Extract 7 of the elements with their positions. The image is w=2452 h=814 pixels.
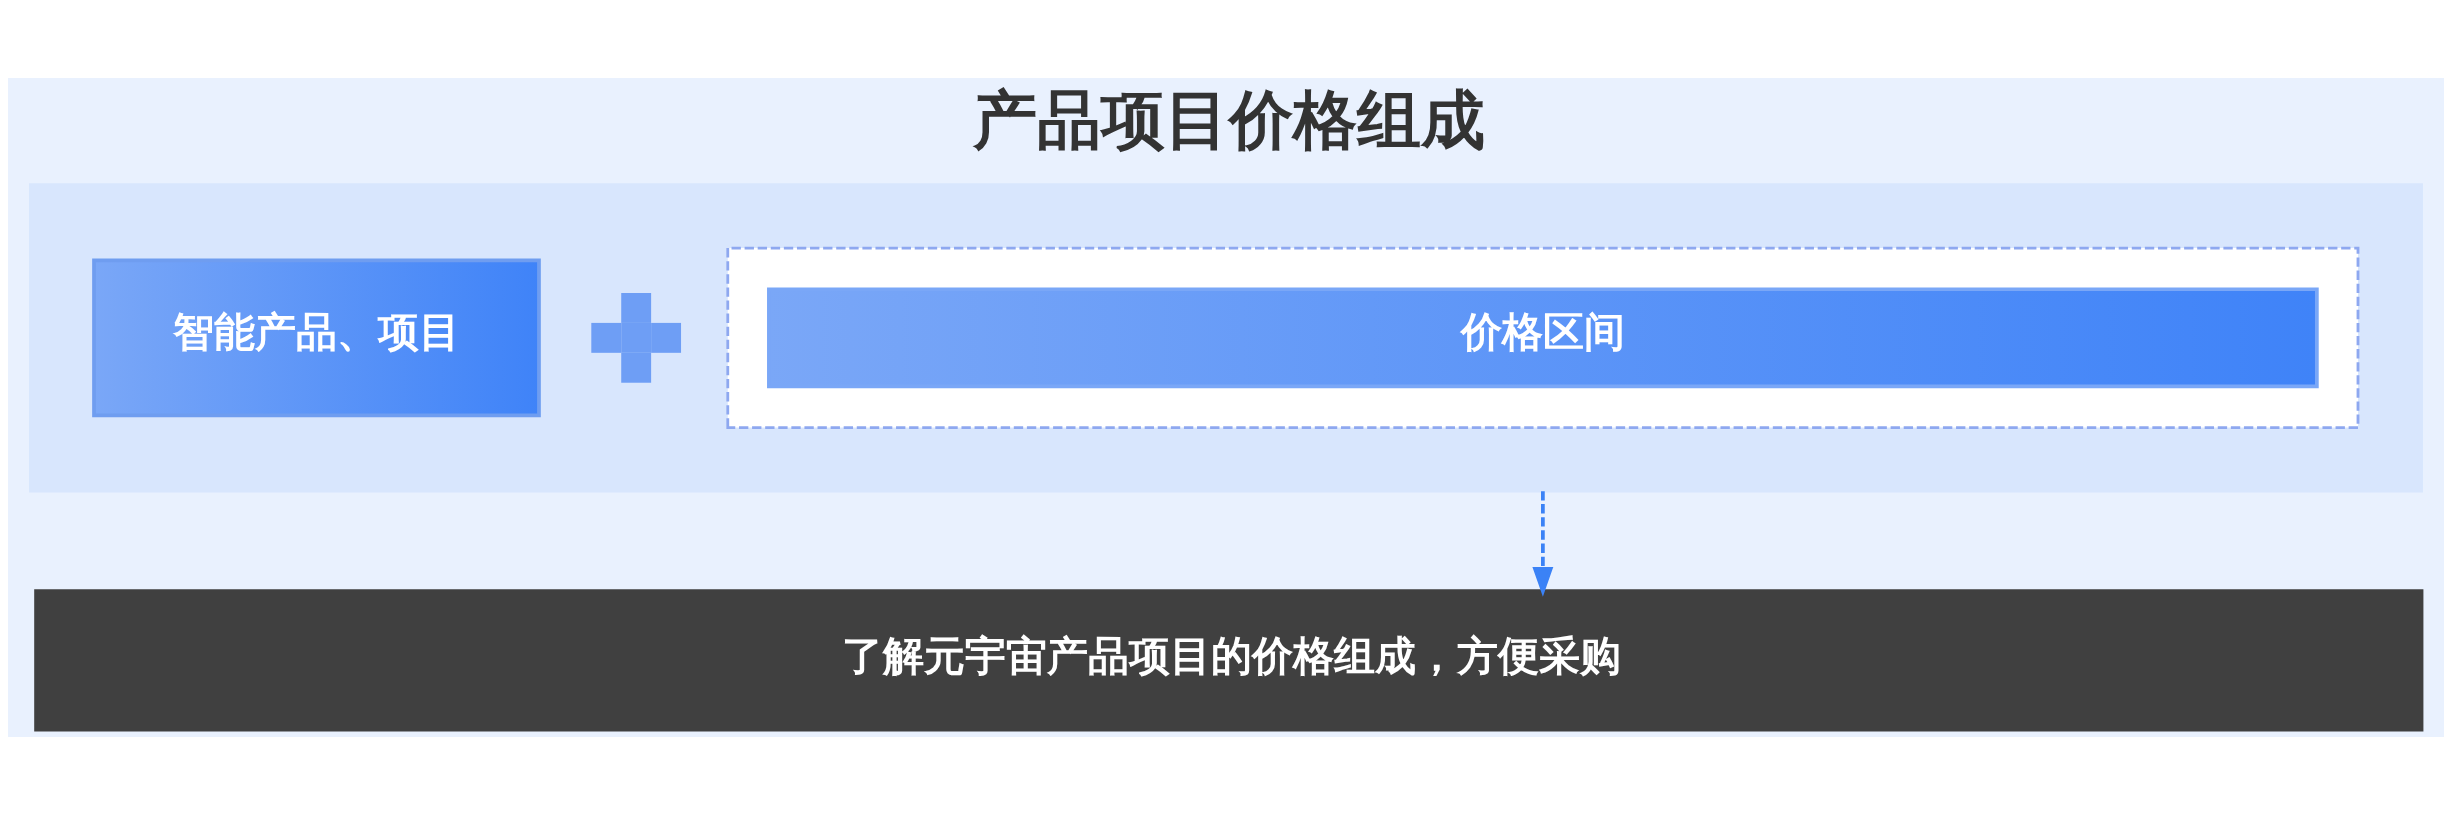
node-box: 价格区间 xyxy=(767,286,2319,388)
node-box: 了解元宇宙产品项目的价格组成，方便采购 xyxy=(34,588,2424,731)
arrow xyxy=(1532,490,1554,597)
cluster xyxy=(726,246,2360,429)
diagram-title: 产品项目价格组成 xyxy=(972,82,1485,157)
cluster xyxy=(29,182,2423,493)
node-box: 智能产品、项目 xyxy=(92,257,541,417)
